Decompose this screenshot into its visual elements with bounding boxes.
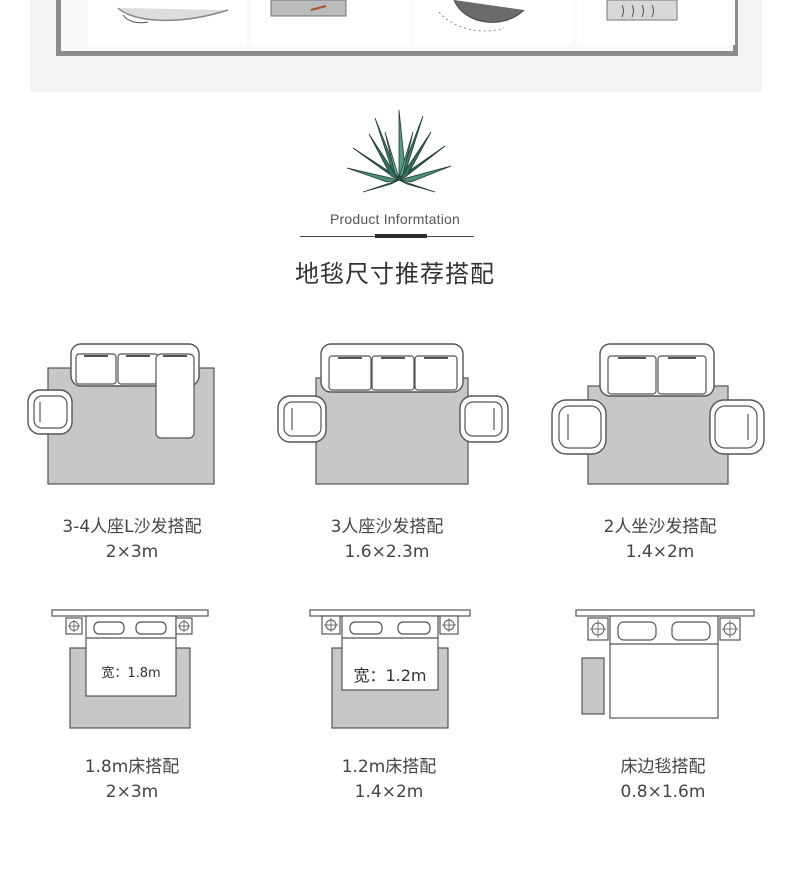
l-sofa-layout-diagram [26, 340, 222, 490]
thumbnail-1 [88, 0, 246, 45]
sofa-option-caption: 3人座沙发搭配 [330, 517, 444, 537]
bed-width-label: 宽：1.2m [353, 666, 427, 685]
section-subtitle: Product Informtation [329, 211, 461, 227]
bed-option-caption: 床边毯搭配 [620, 757, 706, 777]
three-seat-sofa-layout-diagram [276, 340, 510, 490]
bed-option-size: 2×3m [105, 782, 159, 802]
bed-option-size: 1.4×2m [354, 782, 424, 802]
sofa-option-size: 2×3m [105, 542, 159, 562]
sofa-option-caption: 2人坐沙发搭配 [603, 517, 717, 537]
sofa-option-size: 1.6×2.3m [344, 542, 430, 562]
thumbnail-4 [577, 0, 735, 45]
bed-option-caption: 1.2m床搭配 [341, 757, 437, 777]
bed-option-caption: 1.8m床搭配 [84, 757, 180, 777]
section-title: 地毯尺寸推荐搭配 [295, 260, 495, 288]
thumbnail-2 [251, 0, 409, 45]
sofa-option-size: 1.4×2m [625, 542, 695, 562]
bedside-rug-layout-diagram [574, 606, 758, 722]
two-seat-sofa-layout-diagram [550, 340, 766, 490]
sofa-option-caption: 3-4人座L沙发搭配 [62, 517, 202, 537]
divider-accent [375, 234, 427, 238]
image-frame [56, 0, 738, 56]
bed-1-2m-layout-diagram: 宽：1.2m [308, 606, 472, 732]
agave-plant-icon [345, 108, 453, 194]
bed-option-size: 0.8×1.6m [620, 782, 706, 802]
bed-width-label: 宽：1.8m [101, 666, 161, 681]
bed-1-8m-layout-diagram: 宽：1.8m [50, 606, 212, 732]
thumbnail-3 [414, 0, 572, 45]
